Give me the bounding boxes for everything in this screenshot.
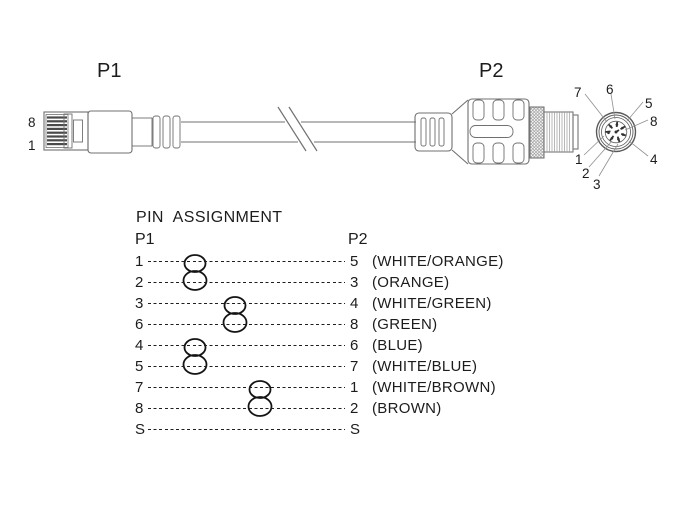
cable-lines	[181, 121, 416, 143]
m12-connector-icon	[414, 98, 579, 165]
pin-row-5: 4 6 (BLUE)	[135, 335, 504, 356]
p2-pin: 6	[350, 337, 359, 354]
m12-pin-1-label: 1	[575, 152, 583, 167]
m12-pin-4-label: 4	[650, 152, 658, 167]
rj45-latch-window	[73, 119, 83, 143]
m12-face-pins	[605, 121, 627, 143]
rj45-contact-pins	[47, 116, 67, 146]
m12-grip-band	[469, 125, 514, 138]
p1-connector-label: P1	[97, 60, 122, 82]
wire-color-label: (BROWN)	[372, 400, 442, 417]
twisted-pair-symbols	[182, 254, 273, 417]
wire-color-label: (WHITE/BLUE)	[372, 358, 478, 375]
p1-pin: 5	[135, 358, 144, 375]
wire-line	[148, 260, 345, 263]
rj45-contact-area	[45, 114, 69, 148]
wire-line	[148, 281, 345, 284]
p2-pin: 2	[350, 400, 359, 417]
rj45-pin1-label: 1	[28, 138, 36, 153]
wire-color-label: (WHITE/ORANGE)	[372, 253, 504, 270]
rj45-boot-neck	[131, 117, 153, 147]
p2-pin: 4	[350, 295, 359, 312]
p2-pin: 3	[350, 274, 359, 291]
wire-line	[148, 302, 345, 305]
m12-threaded-barrel	[543, 111, 579, 153]
m12-grip-body	[467, 98, 530, 165]
p1-pin: 6	[135, 316, 144, 333]
p2-pin: 8	[350, 316, 359, 333]
twist-icon-pair-4-5	[182, 338, 208, 375]
m12-pin-5-label: 5	[645, 96, 653, 111]
wire-color-label: (BLUE)	[372, 337, 423, 354]
rj45-pin8-label: 8	[28, 115, 36, 130]
wire-color-label: (WHITE/BROWN)	[372, 379, 496, 396]
table-p2-column-header: P2	[348, 231, 368, 248]
pin-assignment-table: 1 5 (WHITE/ORANGE) 2 3 (ORANGE) 3 4 (WHI…	[135, 251, 504, 440]
m12-knurled-ring	[529, 106, 545, 159]
p1-pin: 1	[135, 253, 144, 270]
p1-pin: 2	[135, 274, 144, 291]
rj45-boot	[87, 110, 133, 154]
rj45-pin-retainer	[63, 113, 73, 149]
p1-pin: 7	[135, 379, 144, 396]
p1-pin: 4	[135, 337, 144, 354]
wire-color-label: (GREEN)	[372, 316, 438, 333]
twist-icon-pair-7-8	[247, 380, 273, 417]
pin-row-8: 8 2 (BROWN)	[135, 398, 504, 419]
p2-pin: 7	[350, 358, 359, 375]
m12-face-view-icon	[583, 93, 649, 177]
m12-pin-2-label: 2	[582, 166, 590, 181]
wire-line	[148, 428, 345, 431]
pin-row-4: 6 8 (GREEN)	[135, 314, 504, 335]
twist-icon-pair-3-6	[222, 296, 248, 333]
wire-line	[148, 386, 345, 389]
m12-pin-7-label: 7	[574, 85, 582, 100]
wire-color-label: (WHITE/GREEN)	[372, 295, 492, 312]
p2-pin: S	[350, 421, 361, 438]
pin-row-3: 3 4 (WHITE/GREEN)	[135, 293, 504, 314]
m12-boot	[414, 112, 453, 152]
pin-assignment-title: PIN ASSIGNMENT	[136, 209, 283, 226]
p2-pin: 5	[350, 253, 359, 270]
wire-line	[148, 407, 345, 410]
wire-line	[148, 365, 345, 368]
wire-color-label: (ORANGE)	[372, 274, 450, 291]
cable-break-icon	[277, 106, 318, 152]
pin-row-7: 7 1 (WHITE/BROWN)	[135, 377, 504, 398]
pin-row-shield: S S	[135, 419, 504, 440]
wire-line	[148, 323, 345, 326]
table-p1-column-header: P1	[135, 231, 155, 248]
twist-icon-pair-1-2	[182, 254, 208, 291]
m12-pin-3-label: 3	[593, 177, 601, 192]
m12-pin-6-label: 6	[606, 82, 614, 97]
p1-pin: 3	[135, 295, 144, 312]
p1-pin: S	[135, 421, 146, 438]
wire-line	[148, 344, 345, 347]
p1-pin: 8	[135, 400, 144, 417]
m12-pin-8-label: 8	[650, 114, 658, 129]
p2-connector-label: P2	[479, 60, 504, 82]
pin-row-6: 5 7 (WHITE/BLUE)	[135, 356, 504, 377]
pin-row-1: 1 5 (WHITE/ORANGE)	[135, 251, 504, 272]
rj45-connector-icon	[43, 110, 181, 154]
pin-row-2: 2 3 (ORANGE)	[135, 272, 504, 293]
m12-face-leader-lines	[583, 93, 649, 177]
p2-pin: 1	[350, 379, 359, 396]
